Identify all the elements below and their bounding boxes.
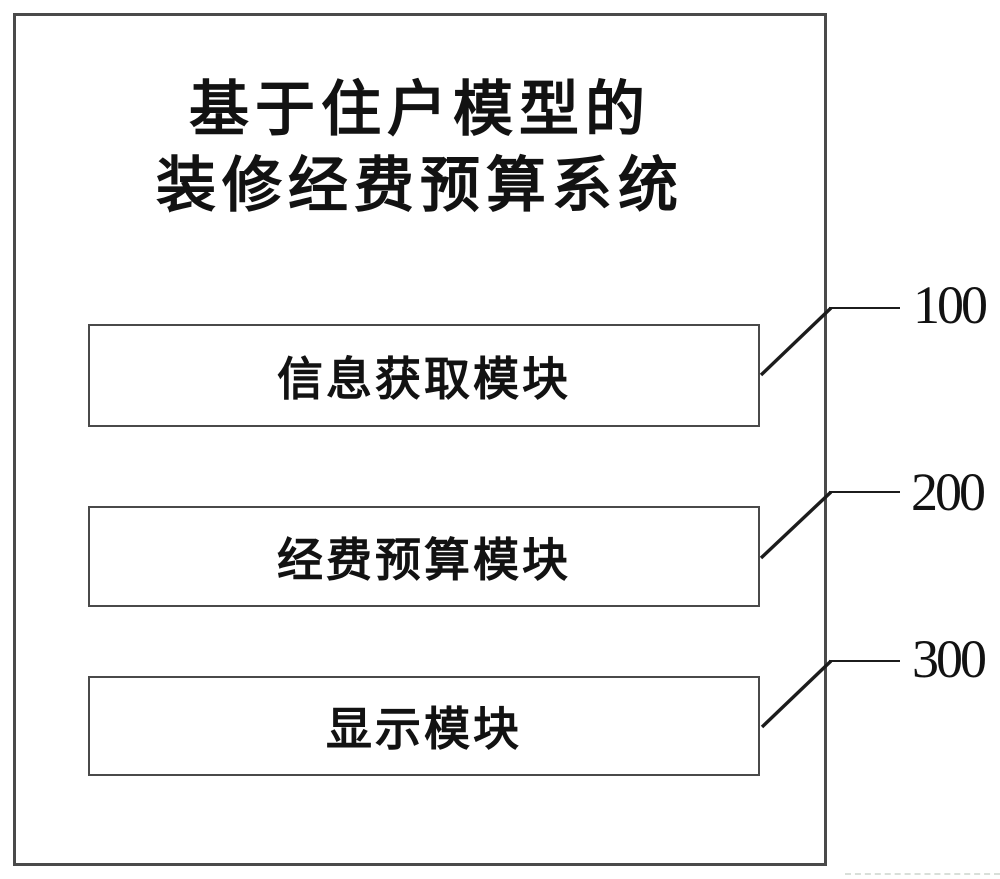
ref-number-100: 100 — [913, 275, 988, 335]
diagram-title: 基于住户模型的 装修经费预算系统 — [13, 72, 827, 224]
module-label-display: 显示模块 — [326, 704, 522, 755]
title-line-1: 基于住户模型的 — [189, 77, 651, 143]
module-label-information-acquisition: 信息获取模块 — [277, 353, 571, 405]
system-boundary-box — [13, 13, 827, 866]
ref-number-200: 200 — [911, 462, 986, 522]
title-line-2: 装修经费预算系统 — [156, 153, 684, 219]
module-box-information-acquisition: 信息获取模块 — [88, 324, 760, 427]
module-label-budget-estimation: 经费预算模块 — [277, 534, 571, 586]
ref-number-300: 300 — [912, 629, 987, 689]
scan-artifact-dashed-line — [845, 873, 1000, 875]
module-box-display: 显示模块 — [88, 676, 760, 776]
module-box-budget-estimation: 经费预算模块 — [88, 506, 760, 607]
